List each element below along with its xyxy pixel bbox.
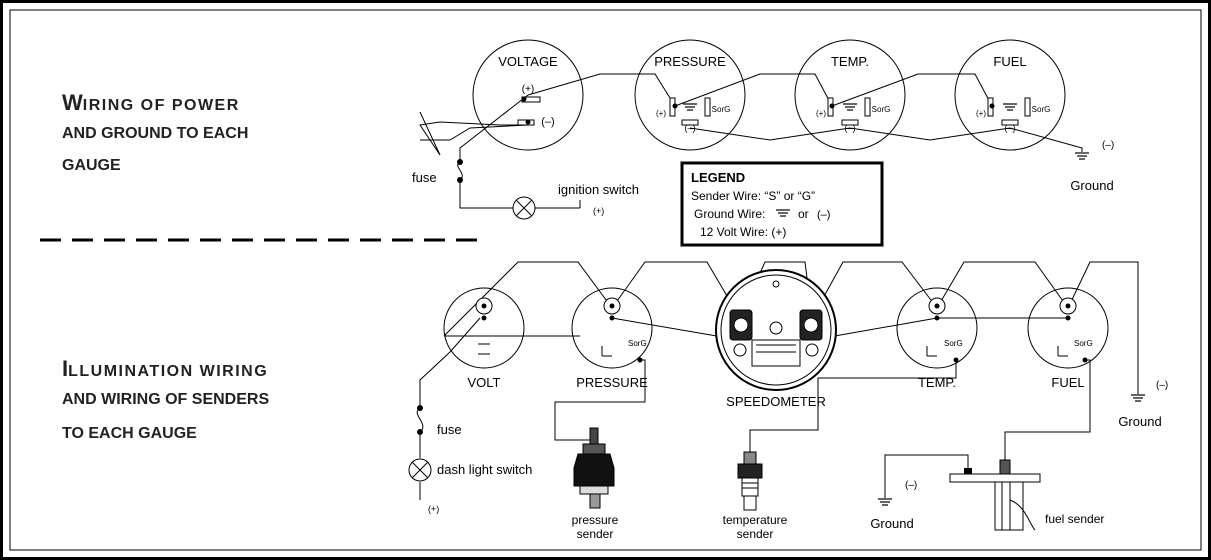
bottom-right-ground: (–) Ground	[1118, 380, 1168, 429]
voltage-minus: (–)	[541, 116, 554, 128]
bottom-right-ground-minus: (–)	[1156, 380, 1168, 391]
temperature-sender-label-1: temperature	[723, 513, 788, 527]
dash-plus: (+)	[428, 504, 439, 514]
fuel-sender-label: fuel sender	[1045, 512, 1104, 526]
bottom-section-title: ILLUMINATION WIRING AND WIRING OF SENDER…	[62, 356, 269, 442]
temp-minus: (–)	[845, 123, 856, 133]
dash-light-switch-label: dash light switch	[437, 462, 532, 477]
fuel-label: FUEL	[993, 54, 1026, 69]
bottom-title-line3: TO EACH GAUGE	[62, 425, 197, 442]
bottom-fuse-label: fuse	[437, 422, 462, 437]
top-ground: (–) Ground	[1070, 140, 1114, 193]
top-gauge-pressure: PRESSURE (+) SorG (–)	[634, 39, 746, 151]
bottom-gauge-pressure: SorG PRESSURE	[571, 287, 653, 390]
speedometer: SPEEDOMETER	[715, 269, 837, 409]
bottom-pressure-sorg: SorG	[628, 339, 647, 348]
bottom-gauge-fuel: SorG FUEL	[1027, 287, 1109, 390]
top-gauge-voltage: VOLTAGE (+) (–)	[472, 39, 584, 151]
bottom-title-line2: AND WIRING OF SENDERS	[62, 391, 269, 408]
temperature-sender: temperature sender	[723, 451, 788, 541]
top-section-title: WIRING OF POWER AND GROUND TO EACH GAUGE	[62, 90, 248, 174]
bottom-mid-ground: (–) Ground	[870, 480, 917, 531]
top-ground-minus: (–)	[1102, 140, 1114, 151]
fuel-sender: fuel sender	[949, 459, 1104, 531]
bottom-temp-label: TEMP.	[918, 375, 956, 390]
speedometer-label: SPEEDOMETER	[726, 394, 826, 409]
bottom-fuse: fuse	[416, 405, 462, 437]
pressure-sorg: SorG	[712, 105, 731, 114]
top-wires	[419, 73, 1083, 209]
top-fuse: fuse	[412, 159, 463, 185]
temperature-sender-label-2: sender	[737, 527, 774, 541]
top-title-line3: GAUGE	[62, 157, 121, 174]
pressure-sender-label-1: pressure	[572, 513, 619, 527]
bottom-fuel-sorg: SorG	[1074, 339, 1093, 348]
ignition-switch-symbol: ignition switch (+)	[512, 182, 639, 220]
pressure-minus: (–)	[685, 123, 696, 133]
top-title-line2: AND GROUND TO EACH	[62, 125, 248, 142]
pressure-sender: pressure sender	[572, 427, 619, 541]
temp-sorg: SorG	[872, 105, 891, 114]
bottom-right-ground-label: Ground	[1118, 414, 1161, 429]
top-gauge-fuel: FUEL (+) SorG (–)	[954, 39, 1066, 151]
bottom-temp-sorg: SorG	[944, 339, 963, 348]
top-gauge-temp: TEMP. (+) SorG (–)	[794, 39, 906, 151]
pressure-label: PRESSURE	[654, 54, 726, 69]
top-title-cap: W	[62, 90, 83, 115]
dash-light-switch-symbol: dash light switch (+)	[408, 458, 532, 514]
inner-border	[9, 9, 1202, 551]
svg-text:ILLUMINATION WIRING: ILLUMINATION WIRING	[62, 356, 268, 381]
temp-plus: (+)	[816, 109, 826, 118]
fuel-plus: (+)	[976, 109, 986, 118]
voltage-plus: (+)	[522, 84, 535, 95]
ignition-switch-label: ignition switch	[558, 182, 639, 197]
bottom-mid-ground-minus: (–)	[905, 480, 917, 491]
legend-ground-label: Ground Wire:	[694, 207, 765, 221]
bottom-title-cap: I	[62, 356, 68, 381]
legend-volt: 12 Volt Wire: (+)	[700, 225, 786, 239]
legend-sender: Sender Wire: “S” or “G”	[691, 189, 815, 203]
ignition-plus: (+)	[593, 206, 604, 216]
bottom-pressure-label: PRESSURE	[576, 375, 648, 390]
bottom-fuel-label: FUEL	[1051, 375, 1084, 390]
fuel-sorg: SorG	[1032, 105, 1051, 114]
top-fuse-label: fuse	[412, 170, 437, 185]
svg-text:WIRING OF POWER: WIRING OF POWER	[62, 90, 240, 115]
bottom-gauge-volt: VOLT	[443, 287, 525, 390]
voltage-label: VOLTAGE	[498, 54, 558, 69]
fuel-minus: (–)	[1005, 123, 1016, 133]
bottom-title-rest: LLUMINATION WIRING	[68, 363, 268, 380]
bottom-mid-ground-label: Ground	[870, 516, 913, 531]
pressure-sender-label-2: sender	[577, 527, 614, 541]
top-ground-label: Ground	[1070, 178, 1113, 193]
legend-ground-minus: (–)	[817, 209, 830, 221]
legend-ground-or: or	[798, 207, 809, 221]
top-title-rest: IRING OF POWER	[83, 97, 240, 114]
bottom-gauge-temp: SorG TEMP.	[896, 287, 978, 390]
legend-title: LEGEND	[691, 170, 745, 185]
bottom-volt-label: VOLT	[468, 375, 501, 390]
legend-box: LEGEND Sender Wire: “S” or “G” Ground Wi…	[680, 161, 884, 247]
pressure-plus: (+)	[656, 109, 666, 118]
temp-label: TEMP.	[831, 54, 869, 69]
